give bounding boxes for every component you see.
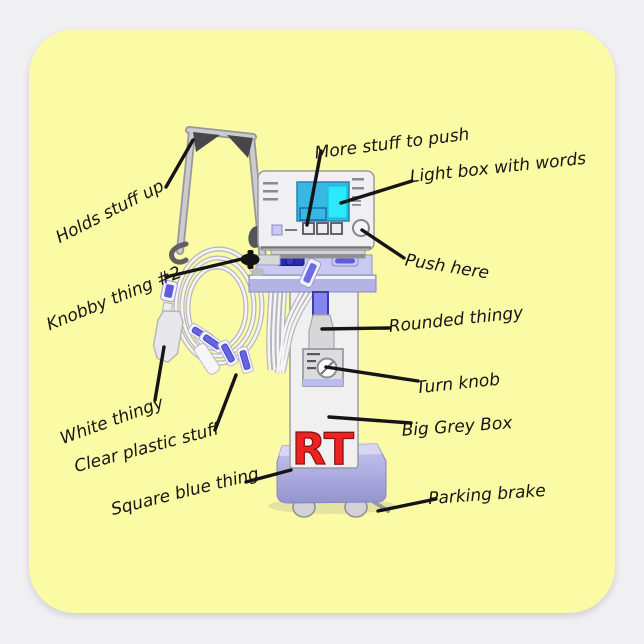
tube-connector-4 xyxy=(236,346,254,374)
white-thingy-connector xyxy=(160,279,178,303)
arrow-turn-knob xyxy=(324,365,420,383)
arrow-square-blue xyxy=(244,468,293,484)
arrow-knobby-thing xyxy=(164,256,248,279)
arrow-clear-plastic xyxy=(213,373,238,432)
blue-socket xyxy=(312,291,329,317)
valve-arm xyxy=(257,254,281,266)
hanger-clip-right xyxy=(227,135,253,158)
arrow-holds-stuff xyxy=(164,138,195,189)
panel-side-dash xyxy=(285,229,297,231)
y-piece xyxy=(193,342,221,376)
tube-connector-3 xyxy=(217,339,239,367)
arrow-rounded-thingy xyxy=(320,326,391,331)
arrow-big-grey-box xyxy=(327,415,413,425)
hanger-hook xyxy=(169,241,189,265)
panel-vent-lines-left xyxy=(263,182,278,201)
shelf xyxy=(248,254,377,293)
arrow-white-thingy xyxy=(153,345,166,402)
display-screen-subwindow xyxy=(299,207,327,221)
panel-buttons xyxy=(302,222,343,235)
white-thingy-body xyxy=(152,310,184,364)
rounded-canister xyxy=(308,314,335,351)
arrow-push-here xyxy=(360,228,406,260)
circuit-parts xyxy=(152,279,254,376)
annotation-arrows xyxy=(153,138,438,513)
pedestal-shade xyxy=(271,254,365,258)
shelf-connector-diagonal xyxy=(298,258,322,288)
rt-monogram: RT xyxy=(292,424,354,475)
hanger-clip-left xyxy=(193,132,220,152)
arrow-more-stuff xyxy=(305,149,323,227)
arrow-parking-brake xyxy=(376,497,438,513)
panel-side-key xyxy=(271,224,283,236)
knob-box-strip xyxy=(303,379,343,386)
arrow-light-box xyxy=(339,179,414,205)
valve-base xyxy=(251,268,265,276)
